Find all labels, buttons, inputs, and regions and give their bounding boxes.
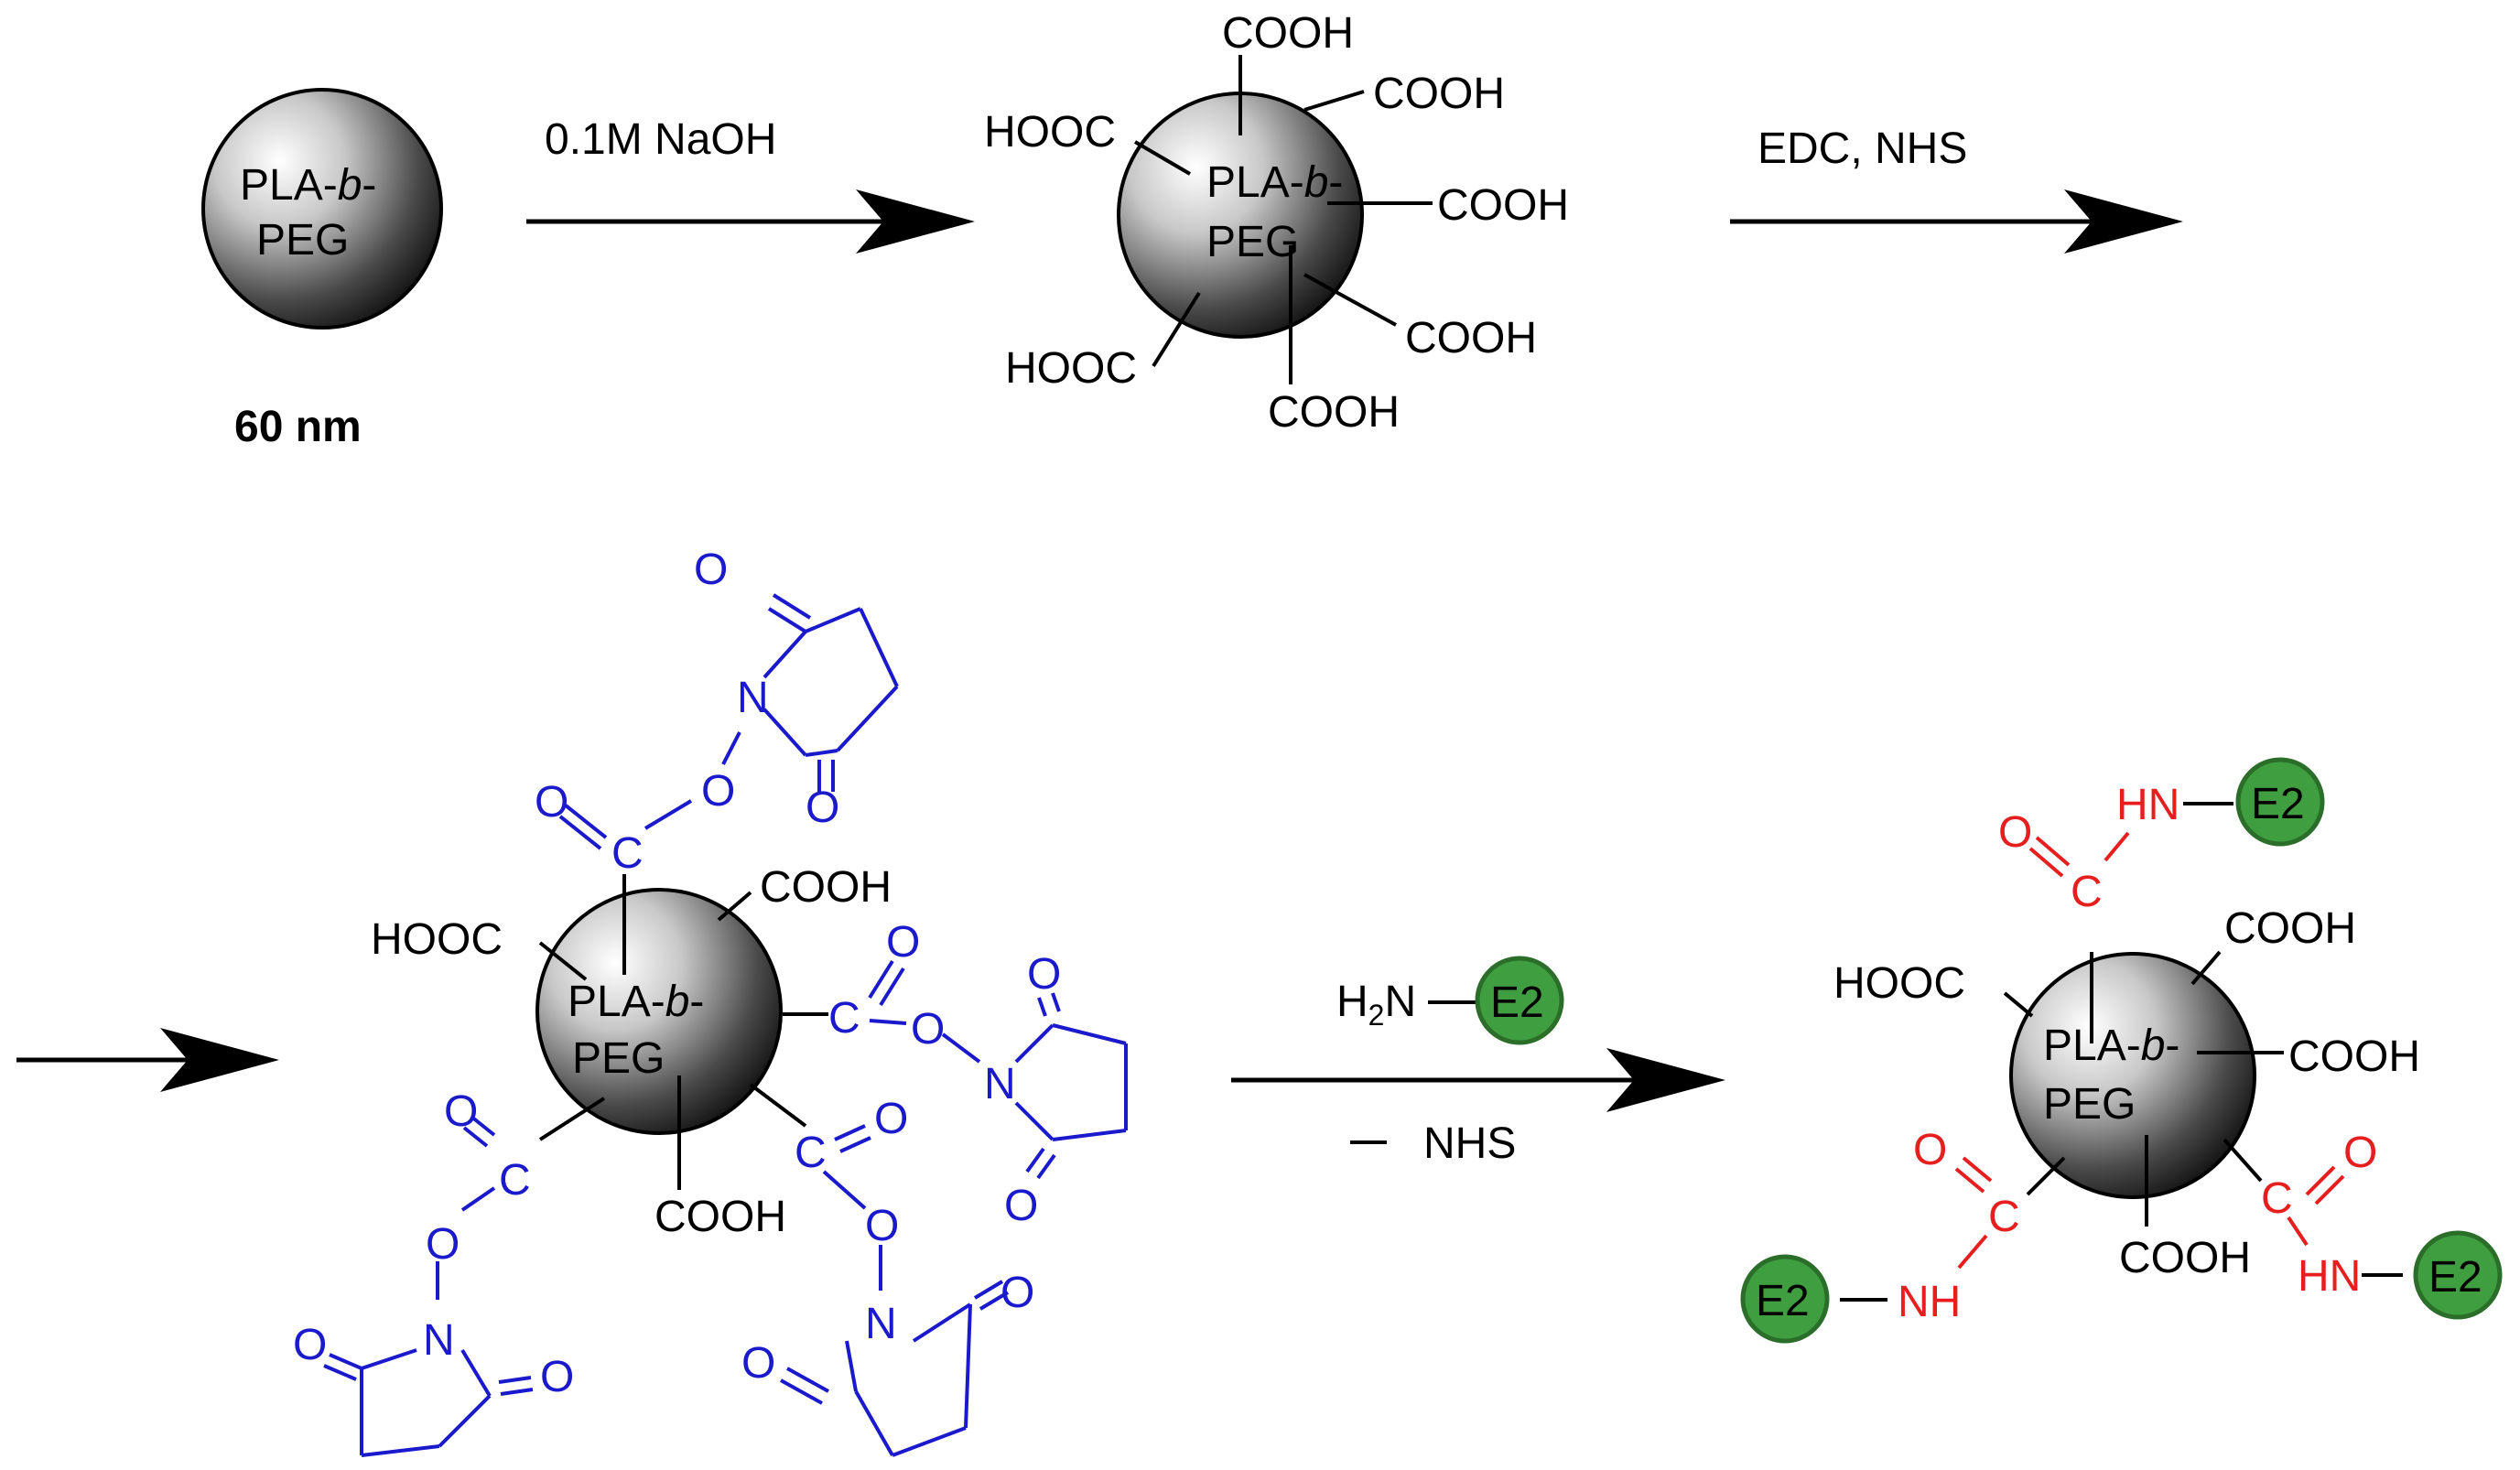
nitrogen-label: N	[737, 674, 769, 722]
oxygen-label: O	[694, 546, 728, 594]
nanoparticle-nhs-activated: COOH HOOC COOH PLA-b- PEG	[293, 546, 1128, 1457]
oxygen-label: O	[444, 1087, 478, 1136]
oxygen-label: O	[874, 1095, 908, 1143]
carbon-label: C	[611, 829, 644, 878]
oxygen-label: O	[886, 918, 920, 967]
sphere	[2009, 952, 2256, 1199]
e2-label: E2	[2428, 1253, 2482, 1302]
amide-lower-left: C O NH	[1898, 1126, 2020, 1326]
hooc-left: HOOC	[1833, 959, 1965, 1008]
oxygen-label: O	[540, 1353, 574, 1401]
particle-label-line2: PEG	[256, 216, 349, 265]
carbon-label: C	[795, 1129, 827, 1177]
oxygen-label: O	[1913, 1126, 1947, 1174]
arrow2-reagent: EDC, NHS	[1758, 124, 1967, 173]
reaction-arrow-1: 0.1M NaOH	[526, 115, 975, 254]
amide-lower-right: C O HN	[2261, 1129, 2377, 1301]
hooc-upper-left: HOOC	[984, 108, 1116, 157]
carbon-label: C	[2261, 1174, 2293, 1223]
e2-label: E2	[1490, 978, 1544, 1027]
nitrogen-label: N	[423, 1316, 455, 1365]
nhs-ester-top: C O O N O O	[535, 546, 899, 878]
cooh-lower-right: COOH	[1405, 314, 1537, 362]
e2-bead: E2	[2413, 1230, 2503, 1320]
nhs-ester-lower-right: C O O N O O	[741, 1095, 1034, 1457]
oxygen-label: O	[1998, 808, 2032, 857]
amide-nh-label: HN	[2116, 781, 2179, 829]
oxygen-label: O	[741, 1339, 775, 1388]
nhs-ester-right: C O O N O O	[828, 918, 1128, 1230]
nhs-ester-lower-left: C O O N O O	[293, 1087, 574, 1457]
cooh-bottom: COOH	[654, 1193, 786, 1241]
oxygen-label: O	[806, 784, 839, 832]
e2-bead: E2	[1475, 956, 1564, 1045]
nanoparticle-plain: PLA-b- PEG 60 nm	[201, 88, 443, 451]
hooc-left: HOOC	[371, 915, 503, 964]
oxygen-label: O	[535, 778, 568, 827]
oxygen-label: O	[1004, 1182, 1038, 1230]
cooh-right: COOH	[1437, 181, 1569, 230]
particle-label-line2: PEG	[2043, 1080, 2136, 1129]
particle-label-line1: PLA-b-	[568, 978, 704, 1026]
amine-reagent: H2N	[1336, 978, 1416, 1032]
nanoparticle-e2-conjugated: COOH COOH COOH HOOC PLA-b- PEG C O HN E2	[1740, 757, 2503, 1344]
hooc-lower-left: HOOC	[1005, 344, 1137, 393]
cooh-top: COOH	[1222, 9, 1354, 58]
sphere	[535, 888, 783, 1135]
oxygen-label: O	[865, 1202, 899, 1250]
oxygen-label: O	[2343, 1129, 2377, 1177]
carbon-label: C	[499, 1156, 531, 1205]
cooh-bottom: COOH	[1268, 388, 1400, 437]
oxygen-label: O	[1000, 1269, 1034, 1317]
reaction-arrow-4: H2N E2 NHS	[1231, 956, 1725, 1168]
particle-size-label: 60 nm	[234, 403, 362, 451]
amide-nh-label: NH	[1898, 1278, 1961, 1326]
oxygen-label: O	[1027, 950, 1061, 999]
cooh-upper-right: COOH	[760, 863, 892, 912]
reaction-arrow-2: EDC, NHS	[1730, 124, 2183, 254]
particle-label-line1: PLA-b-	[2043, 1021, 2179, 1070]
e2-label: E2	[1756, 1277, 1810, 1325]
nanoparticle-carboxylated: COOH COOH COOH COOH COOH HOOC HOOC PLA-b…	[984, 9, 1569, 437]
reaction-arrow-continuation	[16, 1028, 279, 1092]
particle-label-line1: PLA-b-	[1206, 158, 1343, 207]
cooh-right: COOH	[2288, 1032, 2420, 1081]
amide-top: C O HN	[1998, 781, 2179, 916]
nitrogen-label: N	[984, 1060, 1016, 1108]
nitrogen-label: N	[865, 1300, 897, 1348]
cooh-upper-right: COOH	[1373, 70, 1505, 118]
arrow1-reagent: 0.1M NaOH	[545, 115, 776, 164]
sphere	[201, 88, 443, 330]
carbon-label: C	[2071, 868, 2103, 916]
byproduct-label: NHS	[1423, 1119, 1516, 1168]
cooh-upper-right: COOH	[2224, 904, 2356, 953]
carbon-label: C	[1988, 1193, 2020, 1241]
e2-bead: E2	[2235, 757, 2325, 847]
particle-label-line2: PEG	[1206, 218, 1299, 266]
e2-bead: E2	[1740, 1254, 1830, 1344]
oxygen-label: O	[293, 1321, 327, 1369]
carbon-label: C	[828, 994, 860, 1043]
oxygen-label: O	[701, 767, 735, 816]
e2-label: E2	[2251, 780, 2305, 828]
particle-label-line2: PEG	[572, 1034, 665, 1083]
oxygen-label: O	[911, 1005, 945, 1054]
amide-nh-label: HN	[2298, 1252, 2361, 1301]
particle-label-line1: PLA-b-	[240, 161, 376, 210]
oxygen-label: O	[426, 1220, 460, 1269]
cooh-bottom: COOH	[2119, 1234, 2251, 1282]
